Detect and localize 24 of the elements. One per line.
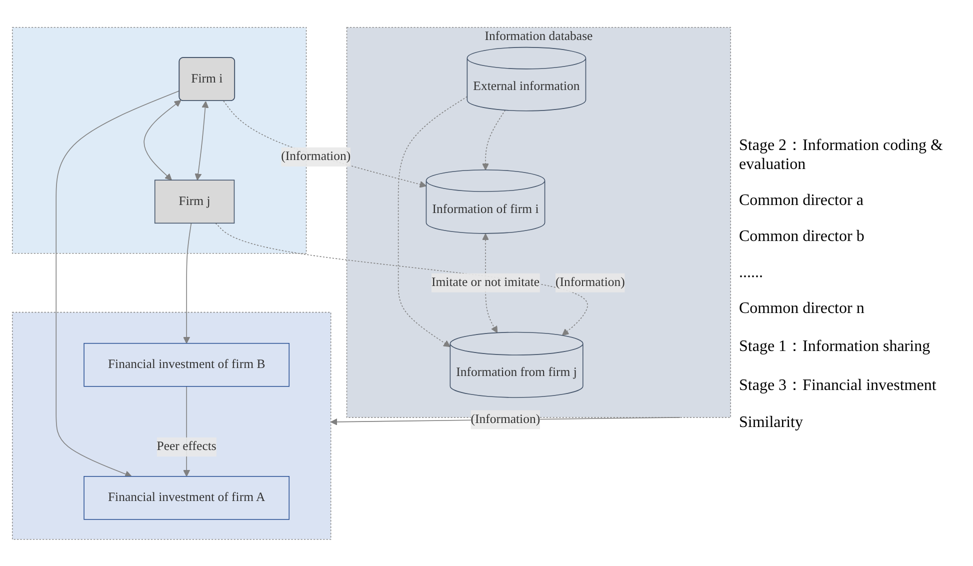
note-text: Stage 3：Financial investment: [738, 376, 938, 396]
arrow: [183, 222, 192, 344]
arrow: [194, 100, 209, 180]
arrow: [223, 100, 427, 188]
note-text: Common director a: [738, 190, 864, 210]
edge-label: (Information): [555, 275, 625, 289]
note-text: Similarity: [738, 412, 804, 432]
edge-label: Imitate or not imitate: [432, 275, 540, 289]
node-box: Firm j: [154, 179, 235, 224]
note-text: Stage 2：Information coding & evaluation: [738, 136, 944, 174]
node-box: Financial investment of firm A: [84, 476, 290, 520]
arrow: [482, 109, 506, 170]
arrow: [144, 100, 182, 180]
node-box: Financial investment of firm B: [84, 342, 290, 386]
arrow: [56, 90, 180, 477]
edge-label: Peer effects: [156, 439, 216, 453]
note-text: Common director n: [738, 298, 866, 318]
note-text: Common director b: [738, 226, 866, 246]
edge-label: (Information): [470, 412, 540, 426]
edge-label: (Information): [281, 149, 351, 163]
note-text: Stage 1：Information sharing: [738, 336, 932, 356]
arrow: [398, 96, 468, 347]
note-text: ......: [738, 262, 764, 282]
cluster: [12, 312, 332, 540]
